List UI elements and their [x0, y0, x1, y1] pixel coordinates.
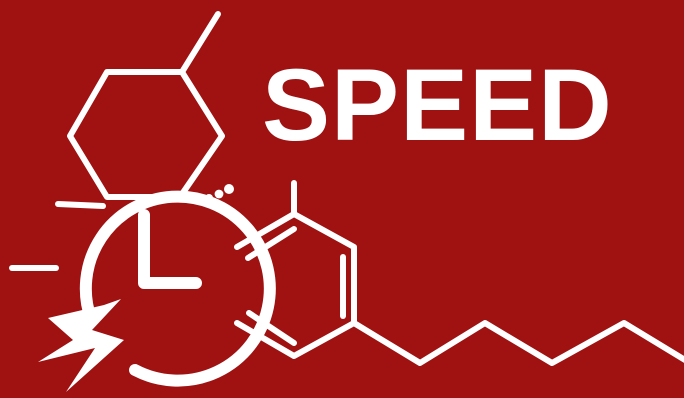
clock-icon	[79, 190, 276, 387]
lightning-bolt-icon	[38, 299, 124, 392]
headline: SPEED	[262, 48, 613, 162]
cannabinoid-molecule-icon	[9, 11, 684, 366]
